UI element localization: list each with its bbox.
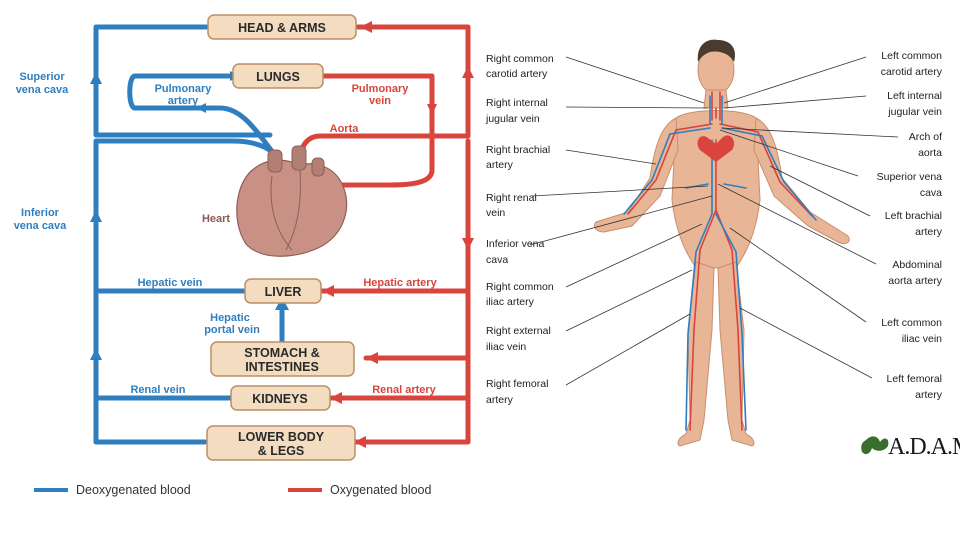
ivc-arrow-upper <box>90 210 102 222</box>
inferior-vena-cava-trunk <box>93 138 235 445</box>
right-common-iliac-line1: Right common <box>486 281 554 293</box>
pulmonary-artery-label-line2: artery <box>168 95 199 107</box>
pulmonary-vein-line <box>317 73 435 188</box>
leader-lines <box>529 56 899 386</box>
aorta-down-arrow <box>462 238 474 250</box>
pulmonary-artery-label-line1: Pulmonary <box>155 83 213 95</box>
box-liver <box>244 278 322 304</box>
body-vessels <box>623 91 817 431</box>
aorta-label: Aorta <box>330 123 360 135</box>
superior-vena-cava-line1: Superior vena <box>877 171 943 183</box>
head-arrow <box>360 21 372 33</box>
left-common-iliac-line2: iliac vein <box>902 333 942 345</box>
left-common-carotid-line2: carotid artery <box>881 66 943 78</box>
stomach-artery-arrow <box>366 352 378 364</box>
pulm-artery-arrow-2 <box>196 103 206 113</box>
box-lungs <box>232 63 324 89</box>
right-femoral-line1: Right femoral <box>486 378 548 390</box>
pulmonary-vein-label-line1: Pulmonary <box>352 83 410 95</box>
left-common-carotid-line1: Left common <box>881 50 942 62</box>
right-brachial-line1: Right brachial <box>486 144 550 156</box>
adam-logo: A.D.A.M. <box>861 434 960 460</box>
box-lower-body <box>206 425 356 461</box>
pulmonary-artery-line <box>127 73 278 158</box>
heart-illustration <box>236 145 348 257</box>
heart-label: Heart <box>202 213 230 225</box>
organ-boxes <box>206 14 357 461</box>
renal-artery-label: Renal artery <box>372 384 436 396</box>
lungs-label: LUNGS <box>256 70 300 84</box>
left-femoral-line1: Left femoral <box>887 373 942 385</box>
superior-vena-cava-line2: cava <box>920 187 942 199</box>
renal-vein-label: Renal vein <box>130 384 185 396</box>
liver-label: LIVER <box>265 285 302 299</box>
legend-oxygenated-label: Oxygenated blood <box>330 483 432 497</box>
blood-flow-diagram: HEAD & ARMS LUNGS LIVER STOMACH & INTEST… <box>14 14 474 497</box>
vessel-labels: Superior vena cava Inferior vena cava Pu… <box>14 71 438 396</box>
right-renal-line2: vein <box>486 207 505 219</box>
hepatic-portal-vein-label-line2: portal vein <box>204 324 260 336</box>
pulm-vein-arrow <box>427 104 437 115</box>
logo-text: A.D.A.M. <box>888 434 960 460</box>
box-labels: HEAD & ARMS LUNGS LIVER STOMACH & INTEST… <box>238 21 326 458</box>
stomach-label-line1: STOMACH & <box>244 346 319 360</box>
pulmonary-vein-label-line2: vein <box>369 95 391 107</box>
hair <box>697 39 736 62</box>
anatomy-illustration: Right common carotid artery Right intern… <box>485 39 960 460</box>
right-common-carotid-line2: carotid artery <box>486 68 548 80</box>
inferior-vena-cava-line2: cava <box>486 254 508 266</box>
lower-body-arrow <box>354 436 366 448</box>
abdominal-aorta-line2: aorta artery <box>888 275 942 287</box>
lower-body-label-line1: LOWER BODY <box>238 430 325 444</box>
left-femoral-line2: artery <box>915 389 943 401</box>
anatomy-heart <box>697 135 735 162</box>
head-arms-label: HEAD & ARMS <box>238 21 326 35</box>
hepatic-portal-vein-label-line1: Hepatic <box>210 312 250 324</box>
aorta-up-arrow <box>462 66 474 78</box>
right-brachial-line2: artery <box>486 159 514 171</box>
box-kidneys <box>230 385 331 411</box>
box-head-arms <box>207 14 357 40</box>
arch-of-aorta-line2: aorta <box>918 147 942 159</box>
hepatic-artery-arrow <box>322 285 334 297</box>
svc-label-line1: Superior <box>19 71 65 83</box>
right-external-iliac-line2: iliac vein <box>486 341 526 353</box>
ivc-label-line2: vena cava <box>14 220 67 232</box>
lower-body-label-line2: & LEGS <box>258 444 305 458</box>
kidneys-label: KIDNEYS <box>252 392 308 406</box>
ivc-arrow-lower <box>90 348 102 360</box>
legend: Deoxygenated blood Oxygenated blood <box>34 483 432 497</box>
left-internal-jugular-line1: Left internal <box>887 90 942 102</box>
right-common-carotid-line1: Right common <box>486 53 554 65</box>
logo-leaf-icon <box>861 436 889 455</box>
renal-artery-arrow <box>330 392 342 404</box>
left-common-iliac-line1: Left common <box>881 317 942 329</box>
abdominal-aorta-line1: Abdominal <box>892 259 942 271</box>
inferior-vena-cava-line1: Inferior vena <box>486 238 545 250</box>
svc-arrow <box>90 72 102 84</box>
arch-of-aorta-line1: Arch of <box>909 131 942 143</box>
right-external-iliac-line1: Right external <box>486 325 551 337</box>
hepatic-vein-label: Hepatic vein <box>138 277 203 289</box>
stomach-label-line2: INTESTINES <box>245 360 319 374</box>
anatomy-labels-right: Left common carotid artery Left internal… <box>877 50 943 401</box>
left-brachial-line2: artery <box>915 226 943 238</box>
left-internal-jugular-line2: jugular vein <box>887 106 942 118</box>
right-renal-line1: Right renal <box>486 192 537 204</box>
ivc-label-line1: Inferior <box>21 207 60 219</box>
right-internal-jugular-line1: Right internal <box>486 97 548 109</box>
box-stomach <box>210 341 355 377</box>
right-internal-jugular-line2: jugular vein <box>485 113 540 125</box>
right-femoral-line2: artery <box>486 394 514 406</box>
hepatic-artery-label: Hepatic artery <box>363 277 437 289</box>
left-brachial-line1: Left brachial <box>885 210 942 222</box>
svc-label-line2: vena cava <box>16 84 69 96</box>
anatomy-labels-left: Right common carotid artery Right intern… <box>485 53 554 406</box>
legend-deoxygenated-label: Deoxygenated blood <box>76 483 191 497</box>
right-common-iliac-line2: iliac artery <box>486 296 535 308</box>
